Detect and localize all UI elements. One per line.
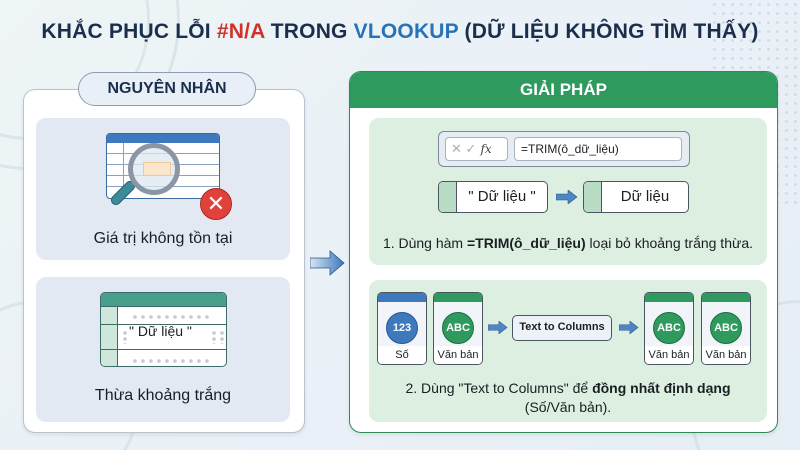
text-badge: ABC xyxy=(710,312,742,344)
error-x-icon: ✕ xyxy=(200,188,232,220)
solutions-heading: GIẢI PHÁP xyxy=(350,72,777,108)
description-text: (Số/Văn bản). xyxy=(524,399,612,415)
cell-text: Dữ liệu xyxy=(620,188,670,205)
title-text: TRONG xyxy=(264,20,354,43)
formula-buttons: ✕ ✓fx xyxy=(445,137,508,161)
number-type-card: 123 Số xyxy=(377,292,427,365)
solution-text-to-columns-description: 2. Dùng "Text to Columns" để đồng nhất đ… xyxy=(369,379,767,417)
fx-icon[interactable]: fx xyxy=(480,142,492,156)
cell-before-trim: " Dữ liệu " xyxy=(438,181,548,213)
arrow-right-icon xyxy=(619,321,639,334)
title-function-name: VLOOKUP xyxy=(353,20,459,43)
text-type-card-output: ABC Văn bản xyxy=(644,292,694,365)
type-label: Văn bản xyxy=(434,346,482,364)
description-bold: đồng nhất định dạng xyxy=(592,380,731,396)
text-badge: ABC xyxy=(653,312,685,344)
type-label: Số xyxy=(378,346,426,364)
text-type-card: ABC Văn bản xyxy=(433,292,483,365)
title-text: KHẮC PHỤC LỖI xyxy=(41,20,217,43)
arrow-right-icon xyxy=(310,250,345,276)
cell-text: " Dữ liệu " xyxy=(468,188,536,205)
type-label: Văn bản xyxy=(702,346,750,364)
spreadsheet-spaces-icon: " Dữ liệu " xyxy=(100,292,227,367)
cell-after-trim: Dữ liệu xyxy=(583,181,689,213)
magnifier-icon xyxy=(128,143,180,195)
type-label: Văn bản xyxy=(645,346,693,364)
text-type-card-output: ABC Văn bản xyxy=(701,292,751,365)
formula-bar: ✕ ✓fx =TRIM(ô_dữ_liệu) xyxy=(438,131,690,167)
description-text: loại bỏ khoảng trắng thừa. xyxy=(585,235,754,251)
solution-trim-description: 1. Dùng hàm =TRIM(ô_dữ_liệu) loại bỏ kho… xyxy=(369,235,767,251)
description-text: 1. Dùng hàm xyxy=(382,235,467,251)
description-text: 2. Dùng "Text to Columns" để xyxy=(405,380,593,396)
number-badge: 123 xyxy=(386,312,418,344)
causes-heading: NGUYÊN NHÂN xyxy=(78,72,256,106)
cause-card-extra-spaces: Thừa khoảng trắng xyxy=(36,277,290,422)
arrow-right-icon xyxy=(488,321,508,334)
description-bold: =TRIM(ô_dữ_liệu) xyxy=(467,235,586,251)
arrow-right-icon xyxy=(556,190,578,204)
title-error-code: #N/A xyxy=(216,20,265,43)
formula-input[interactable]: =TRIM(ô_dữ_liệu) xyxy=(514,137,682,161)
cause-label: Giá trị không tồn tại xyxy=(93,230,233,247)
cause-label: Thừa khoảng trắng xyxy=(94,387,232,404)
confirm-icon[interactable]: ✓ xyxy=(465,141,477,156)
title-text: (DỮ LIỆU KHÔNG TÌM THẤY) xyxy=(458,20,759,43)
cancel-icon[interactable]: ✕ xyxy=(451,141,462,156)
text-badge: ABC xyxy=(442,312,474,344)
cell-value-with-spaces: " Dữ liệu " xyxy=(129,323,192,339)
text-to-columns-button[interactable]: Text to Columns xyxy=(512,315,612,341)
page-title: KHẮC PHỤC LỖI #N/A TRONG VLOOKUP (DỮ LIỆ… xyxy=(0,20,800,44)
